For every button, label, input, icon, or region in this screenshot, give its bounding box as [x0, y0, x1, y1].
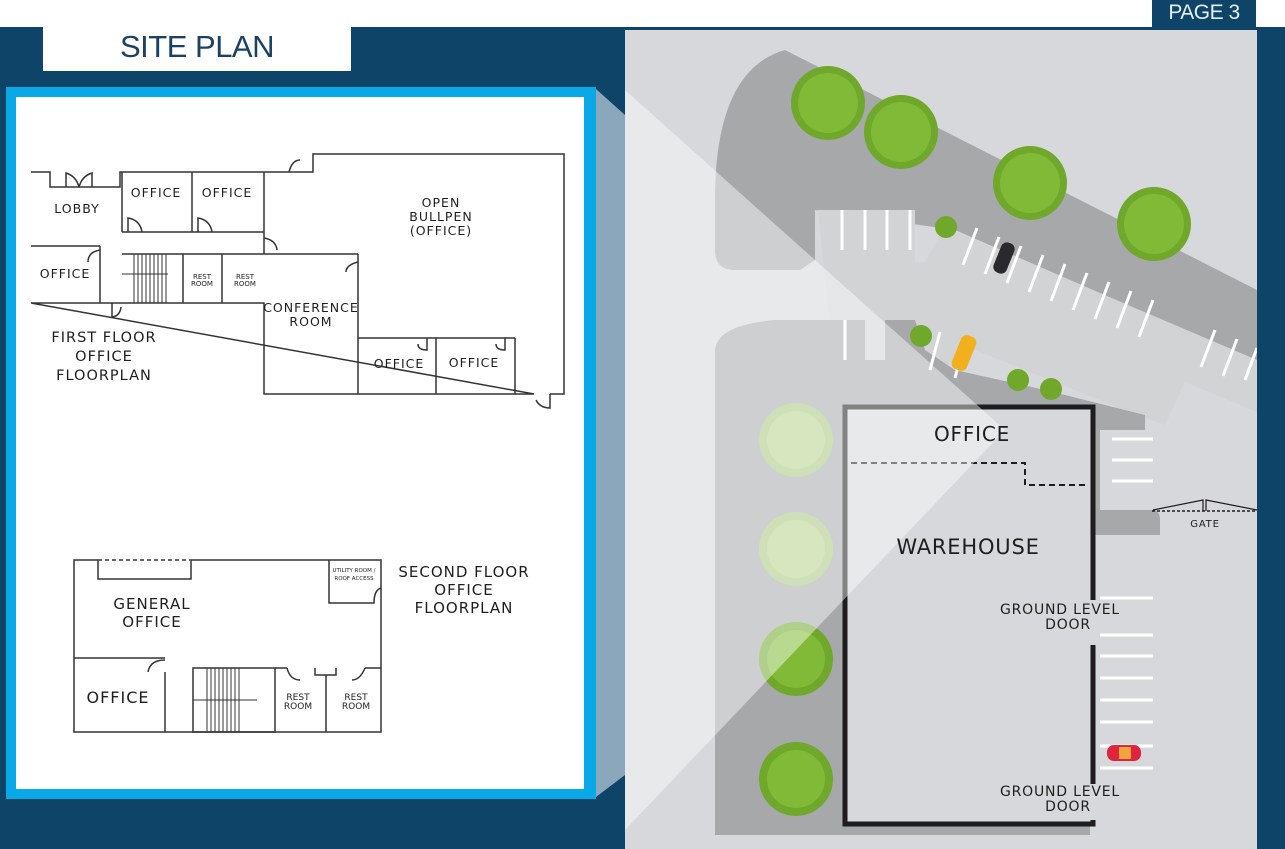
room-conference: ROOM — [289, 314, 332, 329]
projection-wedge — [596, 89, 625, 797]
second-floor-caption: FLOORPLAN — [415, 599, 514, 617]
first-floor-caption: OFFICE — [75, 349, 133, 365]
title-banner: SITE PLAN — [43, 27, 351, 71]
first-floor-caption: FLOORPLAN — [56, 368, 152, 384]
floorplan-drawing: LOBBY OFFICE OFFICE OFFICE OPEN BULLPEN … — [30, 153, 565, 733]
room-restroom: ROOM — [191, 280, 213, 288]
room-office: OFFICE — [40, 266, 91, 281]
room-bullpen: OPEN — [422, 195, 461, 210]
site-map: OFFICE WAREHOUSE GROUND LEVEL DOOR GROUN… — [625, 30, 1257, 849]
room-restroom: REST — [236, 273, 255, 281]
page-number-badge: PAGE 3 — [1152, 0, 1256, 27]
room-restroom: REST — [193, 273, 212, 281]
second-floor-caption: SECOND FLOOR — [398, 563, 529, 581]
page-title: SITE PLAN — [120, 29, 275, 64]
room-restroom: REST — [344, 693, 368, 703]
room-office: OFFICE — [87, 688, 150, 707]
room-bullpen: BULLPEN — [409, 209, 472, 224]
map-office-label: OFFICE — [933, 422, 1011, 446]
room-utility: ROOF ACCESS — [334, 576, 374, 582]
map-warehouse-label: WAREHOUSE — [896, 535, 1040, 559]
room-utility: UTILITY ROOM / — [333, 568, 376, 574]
room-general-office: GENERAL — [113, 595, 190, 613]
site-map-drawing — [625, 50, 1257, 840]
room-office: OFFICE — [202, 185, 253, 200]
car-icon — [951, 242, 1141, 761]
gate-label: GATE — [1190, 519, 1220, 530]
room-bullpen: (OFFICE) — [410, 223, 472, 238]
room-lobby: LOBBY — [54, 201, 99, 216]
ground-level-door-label-2: GROUND LEVEL DOOR — [999, 784, 1120, 815]
ground-level-door-label-1: GROUND LEVEL DOOR — [999, 602, 1120, 633]
room-restroom: ROOM — [234, 280, 256, 288]
tree-icon — [759, 66, 1191, 816]
room-office: OFFICE — [131, 185, 182, 200]
second-floor-caption: OFFICE — [434, 581, 493, 599]
room-conference: CONFERENCE — [263, 300, 359, 315]
room-general-office: OFFICE — [122, 613, 181, 631]
floorplan-panel: LOBBY OFFICE OFFICE OFFICE OPEN BULLPEN … — [16, 97, 584, 789]
first-floor-caption: FIRST FLOOR — [51, 330, 156, 346]
room-restroom: ROOM — [284, 702, 312, 712]
room-restroom: ROOM — [342, 702, 370, 712]
room-restroom: REST — [286, 693, 310, 703]
room-office: OFFICE — [449, 355, 500, 370]
room-office: OFFICE — [374, 356, 425, 371]
